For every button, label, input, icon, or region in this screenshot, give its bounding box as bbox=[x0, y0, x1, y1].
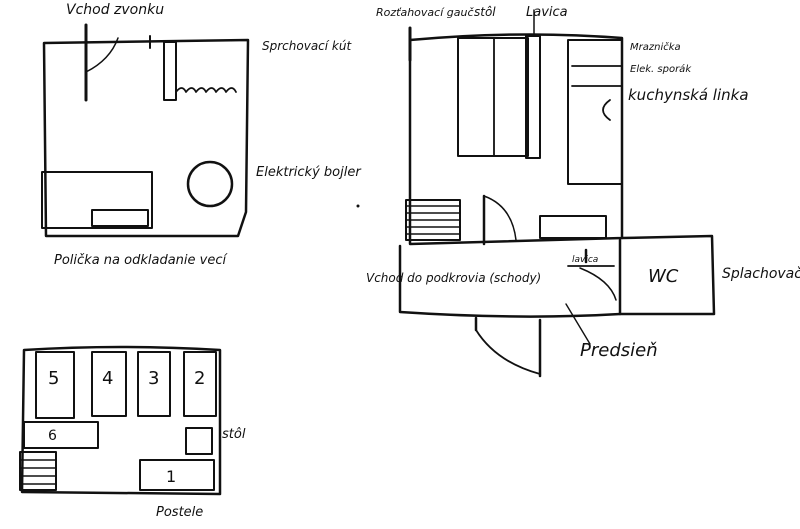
label-kuchynska-linka: kuchynská linka bbox=[628, 86, 749, 104]
label-splachovac: Splachovač bbox=[722, 266, 800, 282]
bathroom-plan bbox=[41, 23, 250, 238]
bed-number-5: 5 bbox=[48, 368, 59, 389]
entry-door-swing bbox=[475, 329, 541, 375]
label-policka: Polička na odkladanie vecí bbox=[54, 253, 228, 268]
bed-1 bbox=[139, 459, 215, 491]
label-predsien: Predsieň bbox=[580, 340, 658, 361]
stray-dot bbox=[356, 204, 360, 208]
shelf-small bbox=[91, 209, 149, 227]
label-stol-beds: stôl bbox=[222, 427, 246, 442]
boiler bbox=[186, 160, 234, 208]
bed-number-6: 6 bbox=[48, 428, 57, 444]
bed-6 bbox=[23, 421, 99, 449]
label-elektricky-sporak: Elek. sporák bbox=[630, 63, 692, 75]
sink bbox=[602, 99, 611, 121]
label-sprchovaci-kut: Sprchovací kút bbox=[262, 39, 352, 53]
bed-number-1: 1 bbox=[166, 467, 176, 486]
bed-number-2: 2 bbox=[194, 368, 205, 389]
sofa-bed bbox=[457, 37, 529, 157]
bathroom-walls bbox=[42, 38, 250, 238]
kitchen-walls bbox=[408, 33, 624, 246]
bed-2 bbox=[183, 351, 217, 417]
label-vchod-zvonku: Vchod zvonku bbox=[66, 2, 164, 18]
bed-number-3: 3 bbox=[148, 368, 159, 389]
shower-curtain bbox=[175, 87, 237, 93]
label-rozhlasovaci-gauc: Rozťahovací gauč bbox=[376, 6, 474, 19]
shelf bbox=[41, 171, 153, 229]
kitchen-line bbox=[567, 39, 623, 185]
bedroom-table bbox=[185, 427, 213, 455]
bedroom-walls bbox=[20, 345, 222, 496]
label-wc: WC bbox=[648, 266, 679, 287]
kitchen-plan bbox=[405, 9, 624, 246]
bedroom-stairs bbox=[19, 451, 57, 491]
label-mraznicka: Mraznička bbox=[630, 41, 681, 53]
door-swing bbox=[85, 37, 119, 73]
label-stol-top: stôl bbox=[474, 5, 496, 19]
hallway-plan bbox=[398, 234, 716, 378]
bed-number-4: 4 bbox=[102, 368, 113, 389]
kitchen-bench bbox=[539, 215, 607, 239]
label-lavica-small: lavica bbox=[572, 255, 598, 265]
label-postele: Postele bbox=[156, 505, 203, 520]
label-lavica-top: Lavica bbox=[526, 5, 568, 20]
bench-top bbox=[525, 35, 541, 159]
bed-5 bbox=[35, 351, 75, 419]
label-vchod-podkrovia: Vchod do podkrovia (schody) bbox=[366, 271, 541, 285]
bed-4 bbox=[91, 351, 127, 417]
bed-3 bbox=[137, 351, 171, 417]
shower-stall bbox=[163, 41, 177, 101]
label-elektricky-bojler: Elektrický bojler bbox=[256, 165, 362, 180]
bedroom-plan bbox=[19, 345, 222, 496]
